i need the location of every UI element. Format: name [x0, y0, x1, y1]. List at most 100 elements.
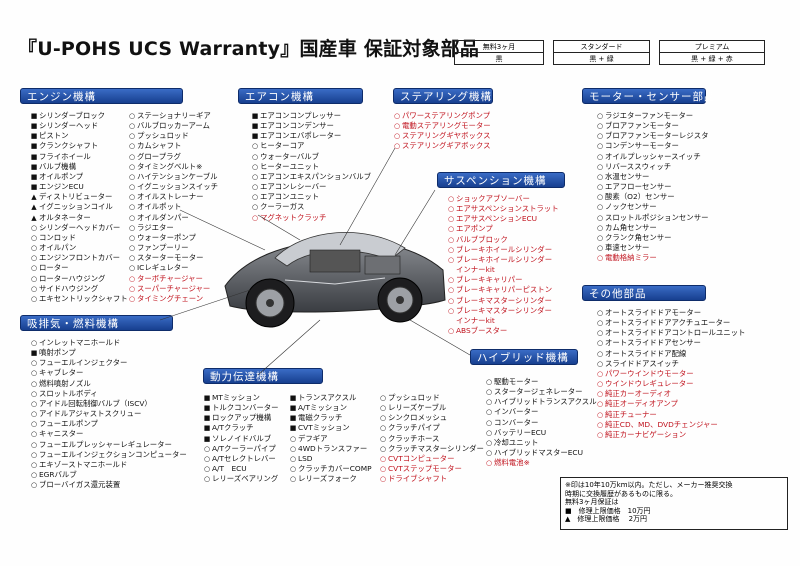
part-name: フューエルポンプ: [39, 419, 98, 429]
part-name: ウォーターポンプ: [137, 232, 196, 242]
bullet-marker: ■: [289, 394, 297, 402]
part-name: ノックセンサー: [605, 202, 657, 212]
sensor-list: ○ラジエターファンモーター○ブロアファンモーター○ブロアファンモーターレジスタ○…: [596, 111, 709, 263]
part-item: ■ピストン: [30, 131, 128, 141]
part-name: CVTミッション: [298, 423, 350, 433]
part-item: ○バルブロッカーアーム: [128, 121, 218, 131]
part-item: ○4WDトランスファー: [289, 444, 372, 454]
part-name: エアフローセンサー: [605, 182, 672, 192]
bullet-marker: ■: [289, 404, 297, 413]
part-name: 純正カーオーディオ: [605, 389, 671, 399]
part-item: ■電磁クラッチ: [289, 413, 372, 423]
part-name: プッシュロッド: [388, 393, 440, 402]
part-name: ステアリングギアボックス: [402, 141, 491, 151]
bullet-marker: ○: [251, 152, 259, 161]
bullet-marker: ■: [30, 349, 38, 358]
page-title: 『U-POHS UCS Warranty』国産車 保証対象部品: [18, 38, 480, 60]
aircon-section-header: エアコン機構: [238, 88, 363, 104]
part-name: ラジエターファンモーター: [605, 111, 694, 120]
part-name: エアコンレシーバー: [260, 182, 327, 192]
bullet-marker: ○: [485, 378, 493, 386]
bullet-marker: ○: [596, 183, 604, 192]
part-item: ○純正チューナー: [596, 410, 745, 420]
bullet-marker: ○: [30, 369, 38, 378]
bullet-marker: ■: [30, 162, 38, 171]
part-item: ○レリーズベアリング: [203, 474, 279, 484]
part-item: ○キャニスター: [30, 429, 187, 439]
part-name: 電動格納ミラー: [605, 253, 657, 263]
bullet-marker: ○: [289, 434, 297, 443]
part-name: ブロアファンモーターレジスタ: [605, 131, 709, 141]
bullet-marker: ○: [289, 444, 297, 453]
part-name: ハイテンションケーブル: [137, 171, 218, 181]
part-name: 燃料電池※: [494, 458, 530, 468]
part-name: トランスアクスル: [298, 393, 357, 402]
part-name: ターボチャージャー: [137, 273, 203, 283]
bullet-marker: ○: [128, 193, 136, 202]
bullet-marker: ○: [251, 193, 259, 202]
part-name: ブロアファンモーター: [605, 121, 679, 131]
part-name: 電磁クラッチ: [298, 413, 343, 423]
part-item: ○エアコンエキスパンションバルブ: [251, 172, 371, 182]
part-name: ラジエター: [137, 222, 174, 232]
part-item: ○カム角センサー: [596, 223, 708, 233]
part-item: ○ウォーターポンプ: [128, 233, 218, 243]
part-name: コンバーター: [494, 417, 539, 427]
part-name: ヒーターユニット: [260, 161, 320, 171]
part-name: タイミングベルト※: [137, 161, 203, 171]
other-section-header: その他部品: [582, 285, 706, 301]
part-item: ○A/Tセレクトレバー: [203, 454, 279, 464]
part-item: ○純正CD、MD、DVDチェンジャー: [596, 420, 745, 430]
plan-table: 無料3ヶ月 スタンダード プレミアム 黒 黒 + 緑 黒 + 緑 + 赤: [454, 40, 765, 65]
bullet-marker: ○: [447, 286, 455, 295]
part-name: オートスライドドア配線: [605, 348, 687, 358]
part-name: クラッチカバーCOMP: [298, 464, 372, 474]
bullet-marker: ○: [379, 465, 387, 474]
part-item: ■噴射ポンプ: [30, 348, 187, 358]
bullet-marker: ○: [596, 420, 604, 429]
bullet-marker: ○: [30, 460, 38, 469]
part-item: ○エキゾーストマニホールド: [30, 460, 187, 470]
part-item: ○シリンダーヘッドカバー: [30, 223, 128, 233]
bullet-marker: ○: [128, 152, 136, 161]
part-name: クランクシャフト: [39, 141, 99, 151]
steering-section-header: ステアリング機構: [393, 88, 493, 104]
part-item: ○レリーズケーブル: [379, 403, 484, 413]
part-name: MTミッション: [212, 393, 260, 402]
bullet-marker: ○: [596, 430, 604, 439]
part-name: ハイブリッドトランスアクスル: [494, 397, 597, 407]
bullet-marker: ■: [251, 122, 259, 131]
part-item: ○タイミングベルト※: [128, 162, 218, 172]
part-name: ブレーキキャリパーピストン: [456, 285, 553, 295]
part-name: アイドル回転制御バルブ（ISCV）: [39, 398, 152, 408]
bullet-marker: ▲: [31, 193, 37, 202]
bullet-marker: ○: [447, 276, 455, 285]
part-name: ICレギュレター: [137, 263, 189, 273]
bullet-marker: ○: [30, 481, 38, 490]
part-item: ○ウインドウレギュレーター: [596, 379, 745, 389]
part-name: ファンプーリー: [137, 243, 189, 253]
bullet-marker: ○: [447, 327, 455, 336]
part-name: エアコンコンプレッサー: [260, 111, 342, 120]
bullet-marker: ○: [128, 223, 136, 232]
part-item: ○フューエルプレッシャーレギュレーター: [30, 440, 187, 450]
bullet-marker: ○: [128, 142, 136, 151]
part-item: ■クランクシャフト: [30, 141, 128, 151]
part-item: ▲オルタネーター: [30, 213, 128, 223]
part-item: ■A/Tミッション: [289, 403, 372, 413]
bullet-marker: ○: [596, 122, 604, 131]
part-item: ○エアコンユニット: [251, 192, 371, 202]
part-item: ○プッシュロッド: [379, 393, 484, 403]
part-name: エアサスペンションストラット: [456, 204, 559, 214]
part-item: ○電動格納ミラー: [596, 253, 708, 263]
part-item: ○ブレーキマスターシリンダー: [447, 296, 559, 306]
part-item: ○ブレーキホイールシリンダー: [447, 245, 559, 255]
part-item: ■ロックアップ機構: [203, 413, 279, 423]
part-name: エアコンユニット: [260, 192, 320, 202]
part-item: ○エアサスペンションECU: [447, 214, 559, 224]
part-name: フューエルプレッシャーレギュレーター: [39, 439, 172, 449]
bullet-marker: ○: [485, 398, 493, 407]
intake-list: ○インレットマニホールド■噴射ポンプ○フューエルインジェクター○キャブレター○燃…: [30, 338, 187, 490]
part-name: 冷却ユニット: [494, 437, 539, 447]
part-name: 4WDトランスファー: [298, 443, 368, 453]
